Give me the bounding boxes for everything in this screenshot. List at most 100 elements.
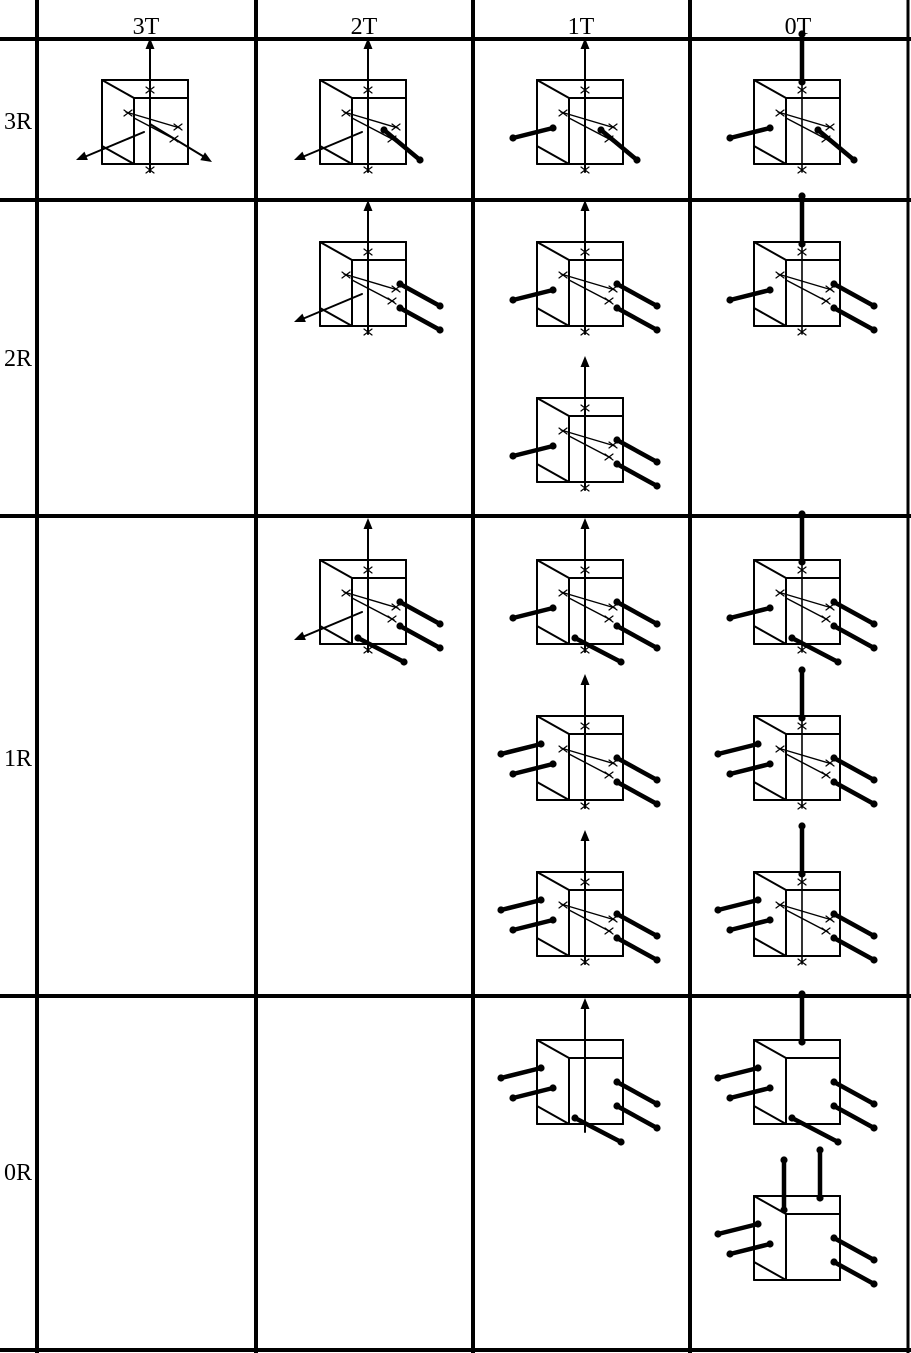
pin-end-dot (834, 1138, 842, 1146)
x-axis-inner (560, 111, 616, 129)
cube-edge (753, 145, 787, 165)
rotation-tick (604, 615, 614, 623)
cube-figure (497, 674, 661, 810)
cube-edge (753, 559, 787, 579)
cube-figure (726, 510, 878, 666)
rotation-tick (797, 248, 807, 256)
pin-end-dot (870, 620, 878, 628)
pin-end-dot (798, 1038, 806, 1046)
cube-edge (753, 715, 787, 735)
cube-figure (726, 192, 878, 336)
column-header-3T: 3T (133, 14, 160, 40)
arrowhead (76, 151, 88, 160)
cube-edge (753, 1105, 787, 1125)
pin-end-dot (726, 614, 734, 622)
cube-edge (753, 79, 787, 99)
pin-end-dot (726, 134, 734, 142)
pin-end-dot (549, 1084, 557, 1092)
cube-figure (497, 998, 661, 1146)
rotation-tick (775, 745, 785, 753)
pin-end-dot (497, 906, 505, 914)
rotation-tick (123, 109, 133, 117)
y-axis-inner (351, 117, 395, 141)
cube-figure (497, 830, 661, 966)
pin-end-dot (798, 990, 806, 998)
pin-end-dot (798, 714, 806, 722)
x-axis-inner (125, 111, 181, 129)
pin-end-dot (653, 326, 661, 334)
pin-end-dot (613, 280, 621, 288)
cube-figures (76, 30, 878, 1288)
constraint-pin (831, 281, 877, 309)
constraint-pin (715, 741, 761, 757)
pin-end-dot (509, 1094, 517, 1102)
pin-end-dot (549, 604, 557, 612)
pin-end-dot (396, 280, 404, 288)
cube-figure (714, 666, 878, 810)
arrowhead (294, 151, 306, 160)
cube-figure (294, 38, 424, 174)
rotation-tick (604, 453, 614, 461)
constraint-pin (831, 623, 877, 651)
pin-end-dot (497, 1074, 505, 1082)
pin-end-dot (870, 956, 878, 964)
rotation-tick (391, 123, 401, 131)
cube-figure (714, 1146, 878, 1288)
pin-end-dot (653, 932, 661, 940)
cube-edge (536, 397, 570, 417)
pin-end-dot (798, 240, 806, 248)
arrowhead (294, 313, 306, 322)
rotation-tick (580, 404, 590, 412)
x-axis-inner (343, 111, 399, 129)
rotation-tick (558, 109, 568, 117)
pin-end-dot (870, 302, 878, 310)
cube-edge (319, 79, 353, 99)
rotation-tick (558, 271, 568, 279)
y-axis-inner (785, 753, 829, 777)
x-axis-inner (560, 747, 616, 765)
pin-end-dot (653, 1100, 661, 1108)
cube-edge (536, 145, 570, 165)
y-axis-inner (785, 279, 829, 303)
cube-edge (753, 871, 787, 891)
pin-end-dot (613, 778, 621, 786)
column-headers: 3T 2T 1T 0T (133, 14, 812, 40)
pin-end-dot (400, 658, 408, 666)
cube-figure (76, 38, 212, 174)
constraint-pin (815, 127, 857, 163)
pin-end-dot (754, 1064, 762, 1072)
rotation-tick (363, 328, 373, 336)
constraint-pin (397, 599, 443, 627)
constraint-pin (614, 935, 660, 963)
cube-edge (536, 937, 570, 957)
constraint-pin (397, 281, 443, 309)
rotation-tick (797, 566, 807, 574)
constraint-pin (510, 287, 556, 303)
y-axis-inner (568, 279, 612, 303)
arrowhead (580, 998, 590, 1009)
row-headers: 3R 2R 1R 0R (4, 109, 32, 1186)
constraint-pin (614, 1103, 660, 1131)
pin-end-dot (830, 1234, 838, 1242)
cube-edge (536, 79, 570, 99)
pin-end-dot (726, 1250, 734, 1258)
rotation-tick (387, 297, 397, 305)
rotation-tick (387, 615, 397, 623)
rotation-tick (604, 297, 614, 305)
pin-end-dot (754, 1220, 762, 1228)
constraint-pin (510, 1085, 556, 1101)
pin-end-dot (830, 1102, 838, 1110)
row-header-0R: 0R (4, 1160, 32, 1186)
pin-end-dot (537, 1064, 545, 1072)
pin-end-dot (830, 622, 838, 630)
rotation-tick (580, 328, 590, 336)
rotation-tick (558, 427, 568, 435)
constraint-pin (727, 605, 773, 621)
cube-edge (319, 559, 353, 579)
cube-edge (536, 871, 570, 891)
constraint-pin (789, 635, 841, 665)
pin-end-dot (816, 1146, 824, 1154)
constraint-pin (614, 623, 660, 651)
pin-end-dot (798, 822, 806, 830)
